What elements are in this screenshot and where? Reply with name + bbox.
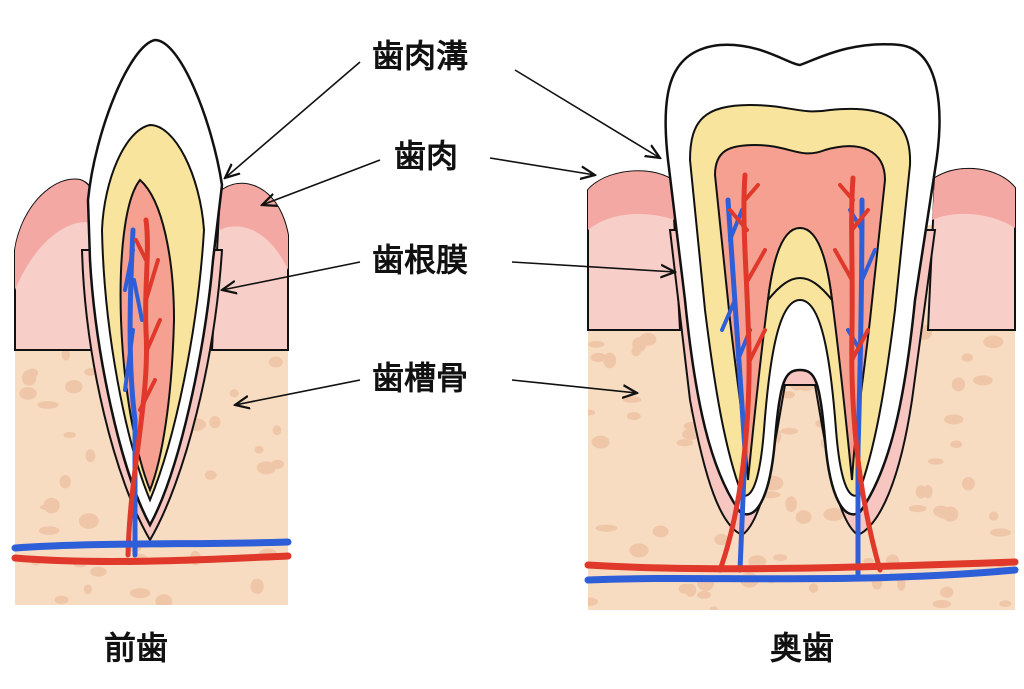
bone-spot [983,335,1004,349]
bone-spot [781,390,796,399]
arrow-ligament-front [222,261,361,290]
bone-spot [588,597,598,606]
bone-spot [229,389,239,398]
bone-spot [785,496,798,513]
bone-spot [590,352,607,363]
bone-spot [64,379,83,394]
bone-spot [256,461,276,475]
front-vessels [11,217,292,565]
bone-spot [43,497,60,514]
bone-spot [603,352,617,369]
bone-spot [209,416,221,429]
bone-spot [626,411,641,421]
bone-spot [951,377,966,392]
bone-spot [989,511,999,521]
arrow-bone-front [235,379,361,405]
bone-spot [78,513,99,529]
bone-spot [38,526,60,535]
arrow-sulcus-back [514,69,660,158]
back-tooth [584,42,1019,610]
bone-spot [588,340,605,348]
bone-spot [989,528,1011,537]
bone-spot [83,584,92,595]
label-arrows [222,61,675,405]
bone-spot [696,590,712,599]
bone-spot [961,477,975,491]
arrow-gum-back [489,157,595,175]
bone-spot [709,606,718,610]
bone-spot [795,510,812,524]
bone-spot [808,583,819,593]
bone-spot [591,435,610,449]
bone-spot [90,566,107,577]
label-gingival-sulcus: 歯肉溝 [372,37,469,75]
bone-spot [37,400,59,409]
caption-back-tooth: 奥歯 [770,629,835,667]
back-pulp [713,143,887,481]
bone-spot [714,533,729,546]
bone-spot [19,387,37,400]
bone-spot [61,348,71,361]
bone-spot [250,578,264,595]
bone-spot [652,525,669,538]
label-periodontal-ligament: 歯根膜 [372,241,469,279]
bone-spot [773,554,788,562]
bone-spot [54,595,69,604]
bone-spot [923,484,933,499]
bone-spot [961,353,974,362]
bone-spot [63,431,76,439]
bone-spot [272,425,282,436]
bone-spot [622,396,642,403]
bone-spot [935,506,954,519]
bone-spot [823,507,845,522]
bone-spot [927,458,944,465]
bone-spot [780,427,799,435]
label-alveolar-bone: 歯槽骨 [372,359,469,397]
bone-spot [629,543,649,558]
label-gingiva: 歯肉 [394,137,459,175]
arrow-ligament-back [511,261,675,272]
back-vessels [584,172,1019,584]
bone-spot [271,459,284,469]
caption-front-tooth: 前歯 [104,629,169,667]
bone-spot [204,470,217,480]
arrow-sulcus-front [225,61,361,178]
bone-spot [748,555,767,569]
bone-spot [639,332,657,346]
bone-spot [268,356,283,368]
bone-spot [932,599,952,609]
bone-spot [908,504,927,513]
bone-spot [676,439,694,447]
bone-spot [21,369,37,386]
bone-spot [254,445,264,454]
bone-spot [944,414,964,425]
bone-spot [999,600,1012,607]
bone-spot [155,594,173,605]
bone-spot [59,475,71,489]
bone-spot [588,409,596,416]
arrow-gum-front [262,159,381,205]
bone-spot [85,449,96,463]
bone-spot [129,588,151,599]
bone-spot [84,368,97,376]
arrow-bone-back [511,379,637,393]
bone-spot [595,524,618,532]
bone-spot [678,583,692,594]
front-tooth [11,38,292,605]
bone-spot [973,375,993,386]
bone-spot [939,586,954,598]
bone-spot [950,440,963,449]
bone-spot [682,428,700,440]
